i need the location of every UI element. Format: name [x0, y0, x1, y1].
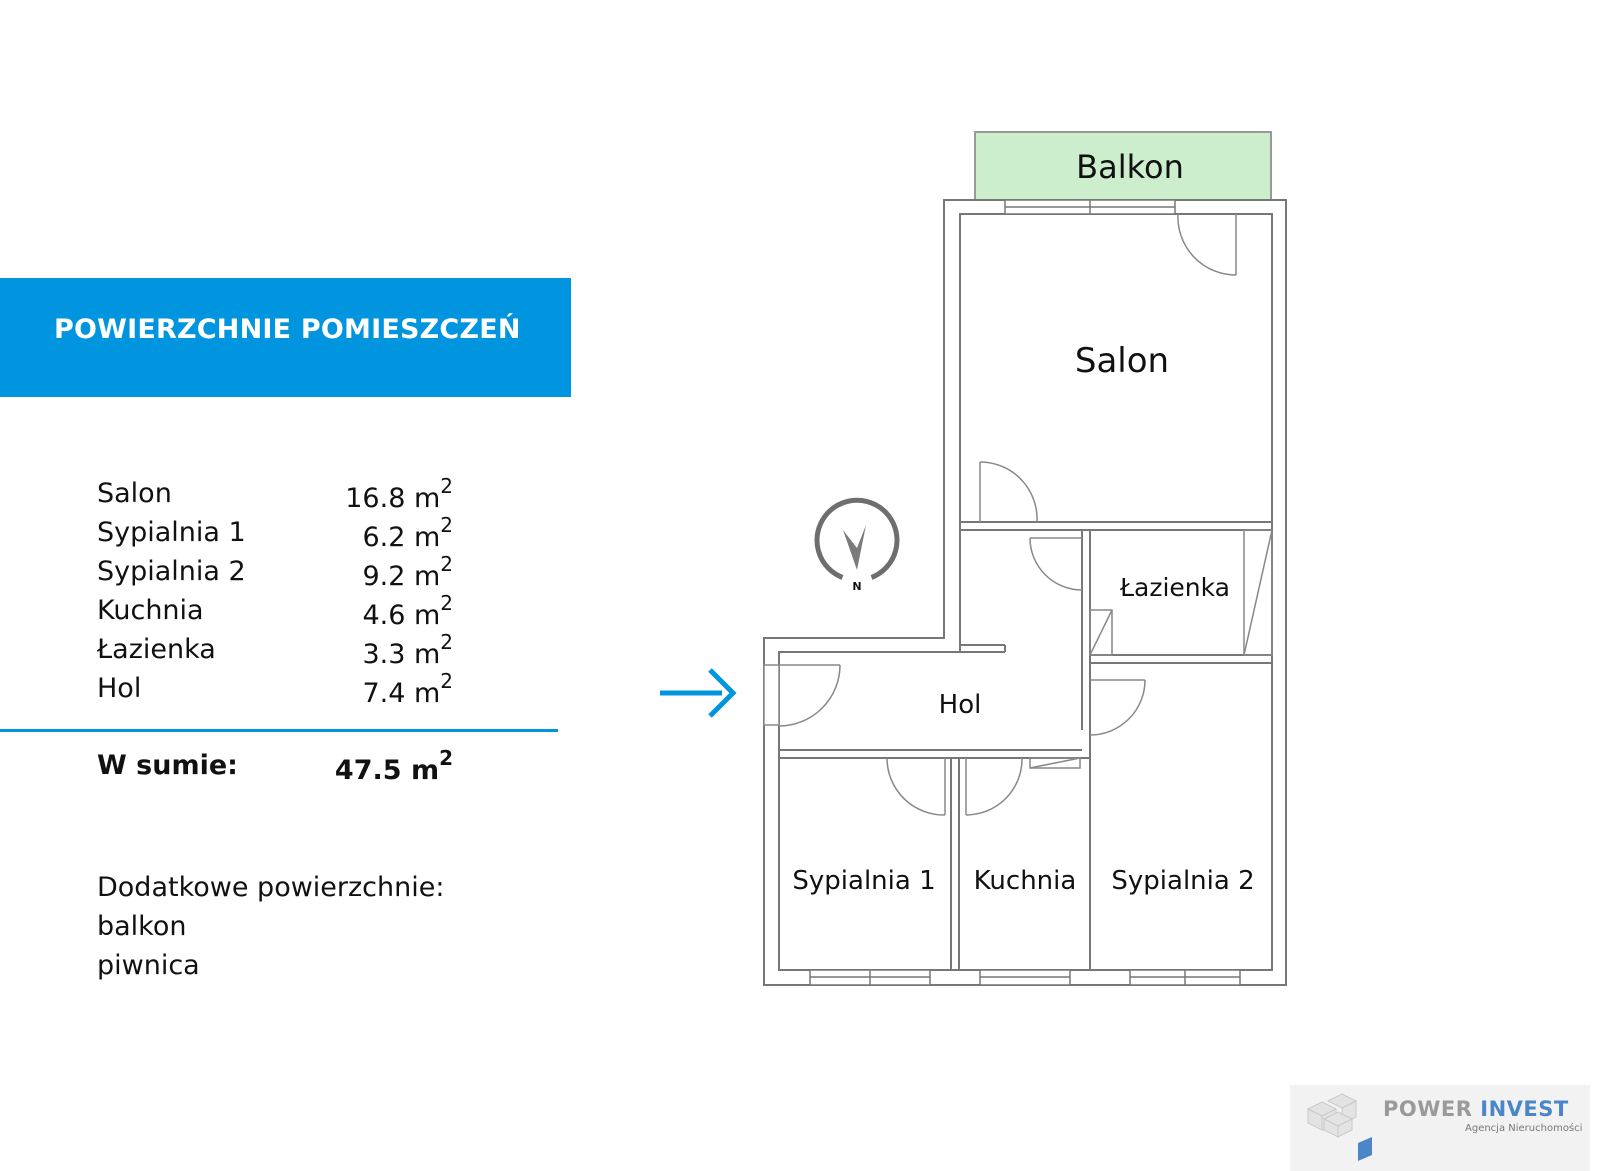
- total-row: W sumie: 47.5 m2: [97, 746, 497, 786]
- area-row-hol: Hol 7.4 m2: [97, 669, 497, 709]
- room-name: Sypialnia 2: [97, 556, 246, 587]
- total-label: W sumie:: [97, 750, 238, 781]
- room-area: 3.3 m2: [362, 630, 453, 670]
- additional-area-item: balkon: [97, 911, 187, 942]
- room-area: 6.2 m2: [362, 513, 453, 553]
- compass-north-label: N: [852, 580, 861, 593]
- compass-icon: N: [814, 497, 900, 593]
- area-row-kuchnia: Kuchnia 4.6 m2: [97, 591, 497, 631]
- additional-areas: Dodatkowe powierzchnie: balkon piwnica: [97, 868, 444, 985]
- room-label-sypialnia-1: Sypialnia 1: [792, 866, 935, 896]
- floor-plan: Balkon Salon Łazienka Hol Sypialnia 1 Ku…: [660, 131, 1287, 986]
- interior-walls: [779, 521, 1272, 970]
- additional-areas-title: Dodatkowe powierzchnie:: [97, 872, 445, 903]
- room-area: 16.8 m2: [345, 474, 453, 514]
- area-row-sypialnia-2: Sypialnia 2 9.2 m2: [97, 552, 497, 592]
- additional-area-item: piwnica: [97, 950, 200, 981]
- room-label-lazienka: Łazienka: [1119, 573, 1230, 602]
- windows: [809, 199, 1241, 986]
- room-label-balkon: Balkon: [1076, 148, 1184, 186]
- room-name: Kuchnia: [97, 595, 204, 626]
- doors: [763, 213, 1273, 816]
- area-row-lazienka: Łazienka 3.3 m2: [97, 630, 497, 670]
- balcony-area: [974, 131, 1272, 201]
- room-label-sypialnia-2: Sypialnia 2: [1111, 866, 1254, 896]
- room-area: 9.2 m2: [362, 552, 453, 592]
- room-name: Łazienka: [97, 634, 216, 665]
- room-area: 7.4 m2: [362, 669, 453, 709]
- cubes-logo-icon: [1306, 1093, 1372, 1161]
- logo-subtitle: Agencja Nieruchomości: [1465, 1123, 1583, 1134]
- area-row-sypialnia-1: Sypialnia 1 6.2 m2: [97, 513, 497, 553]
- logo-brand-text: POWER INVEST: [1383, 1097, 1569, 1121]
- room-area: 4.6 m2: [362, 591, 453, 631]
- room-label-salon: Salon: [1075, 341, 1169, 381]
- room-label-kuchnia: Kuchnia: [974, 866, 1077, 896]
- room-name: Hol: [97, 673, 142, 704]
- header-title: POWIERZCHNIE POMIESZCZEŃ: [54, 314, 521, 345]
- room-name: Salon: [97, 478, 172, 509]
- room-label-hol: Hol: [939, 690, 982, 720]
- company-logo: POWER INVEST Agencja Nieruchomości: [1290, 1085, 1590, 1171]
- divider: [0, 729, 558, 732]
- header-band: [0, 278, 571, 397]
- total-value: 47.5 m2: [334, 746, 453, 786]
- room-name: Sypialnia 1: [97, 517, 246, 548]
- entrance-arrow-icon: [660, 668, 737, 718]
- area-row-salon: Salon 16.8 m2: [97, 474, 497, 514]
